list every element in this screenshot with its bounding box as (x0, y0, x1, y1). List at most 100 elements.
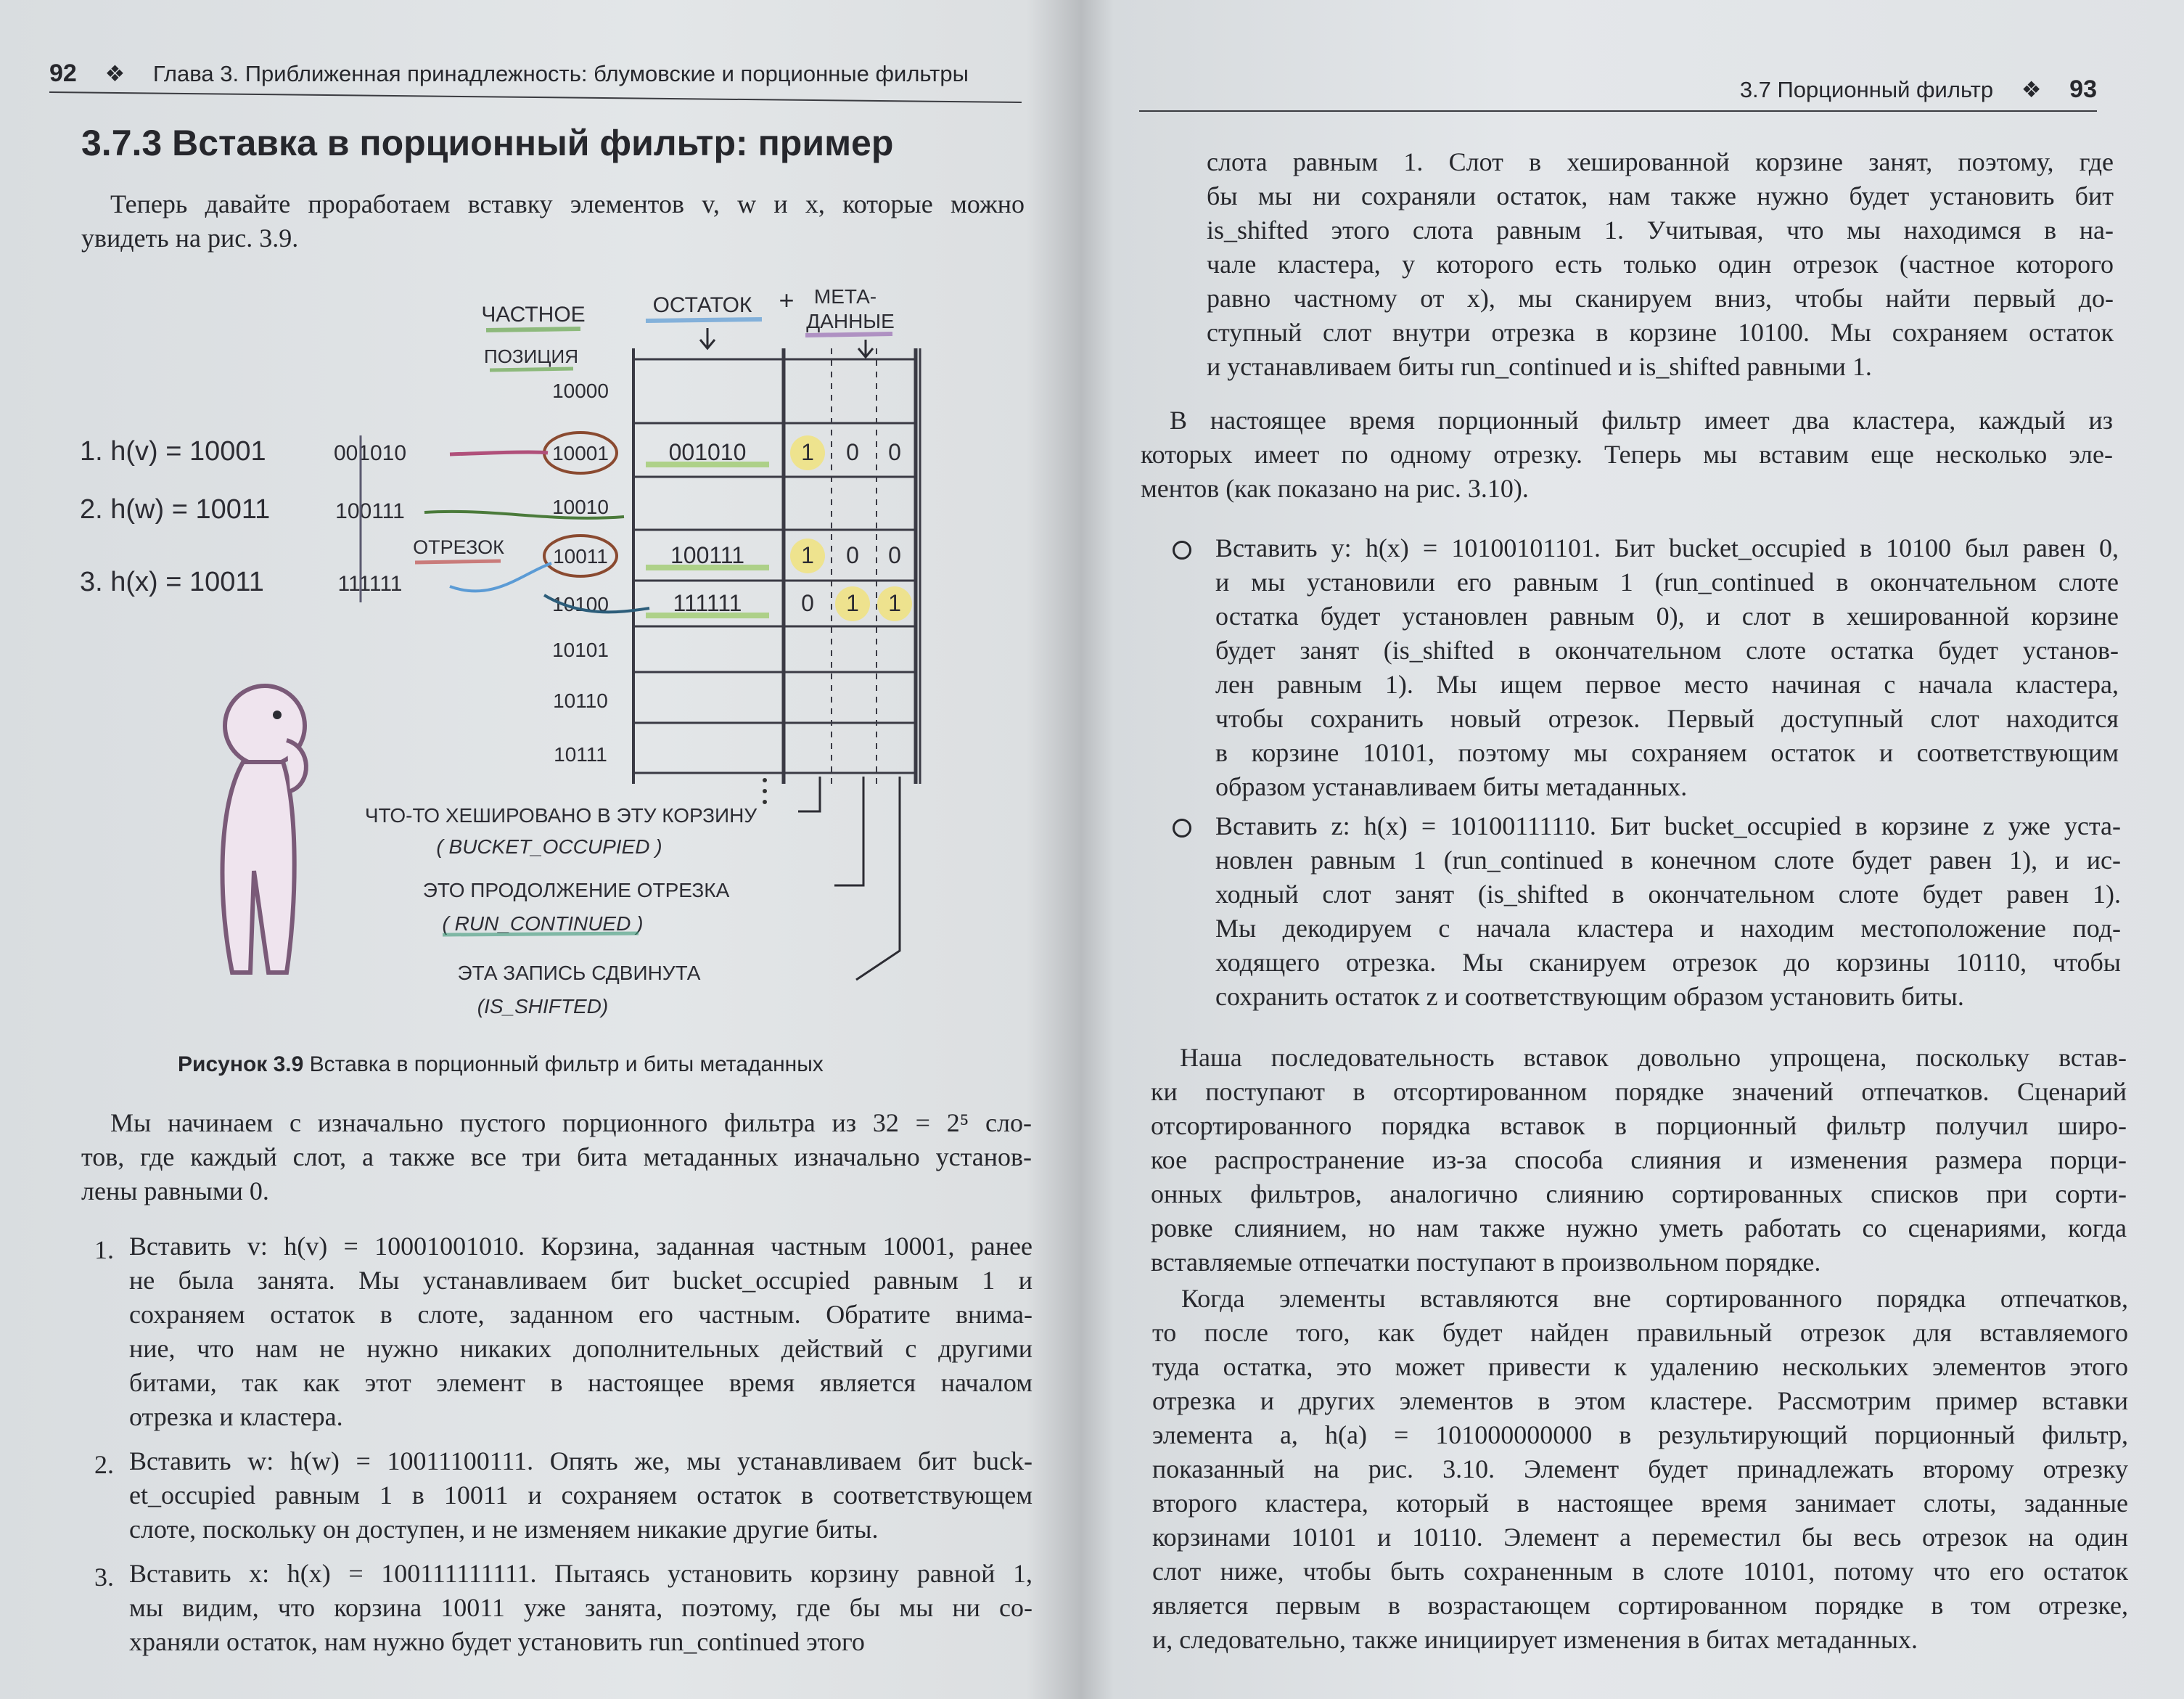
metadata-bit: 1 (801, 439, 814, 465)
down-arrow-icon (699, 328, 874, 359)
list-item: Вставить w: h(w) = 10011100111. Опять же… (129, 1444, 1033, 1547)
text-line: элемента a, h(a) = 101000000000 в резуль… (1152, 1420, 2128, 1449)
quotient-underline (485, 327, 581, 332)
slot-label: 10011 (553, 545, 608, 568)
hash-equation: 2. h(w) = 10011 (80, 494, 270, 525)
caption-text: Вставка в порционный фильтр и биты метад… (309, 1052, 824, 1076)
text-line: и, следовательно, также инициирует измен… (1152, 1625, 1918, 1654)
note-bucket-occupied: ЧТО-ТО ХЕШИРОВАНО В ЭТУ КОРЗИНУ (365, 804, 758, 827)
highlight (646, 462, 769, 467)
slot-label: 10000 (552, 380, 609, 402)
slot-label: 10010 (552, 496, 609, 518)
text-line: вставляемые отпечатки поступают в произв… (1151, 1248, 1821, 1277)
label-remainder: ОСТАТОК (653, 293, 752, 317)
text-line: увидеть на рис. 3.9. (81, 224, 299, 253)
text-line: будет занят (is_shifted в окончательном … (1215, 636, 2119, 665)
text-line: отрезка и кластера. (129, 1402, 343, 1431)
hash-equation: 1. h(v) = 10001 (80, 436, 266, 467)
text-line: слота равным 1. Слот в хешированной корз… (1207, 147, 2114, 176)
note-run-continued-code: ( RUN_CONTINUED ) (443, 912, 644, 935)
text-line: бы мы ни сохраняли остаток, нам также ну… (1207, 181, 2114, 210)
text-line: которых имеет по одному отрезку. Теперь … (1141, 440, 2113, 469)
text-line: онных фильтров, аналогично слиянию сорти… (1151, 1179, 2127, 1208)
figure-caption: Рисунок 3.9 Вставка в порционный фильтр … (178, 1052, 824, 1077)
caption-label: Рисунок 3.9 (178, 1052, 304, 1076)
label-quotient: ЧАСТНОЕ (481, 303, 585, 327)
text-line: второго кластера, который в настоящее вр… (1152, 1489, 2128, 1518)
list-item: Вставить x: h(x) = 100111111111. Пытаясь… (129, 1557, 1033, 1659)
text-line: Вставить z: h(x) = 10100111110. Бит buck… (1215, 811, 2121, 840)
metadata-bit: 0 (846, 542, 859, 568)
remainder-bits: 001010 (334, 441, 406, 465)
text-line: туда остатка, это может привести к удале… (1152, 1352, 2128, 1381)
ellipsis-dot (763, 778, 767, 782)
text-line: Вставить x: h(x) = 100111111111. Пытаясь… (129, 1559, 1033, 1588)
callout-arrows (798, 777, 901, 981)
text-line: битами, так как этот элемент в настоящее… (129, 1368, 1033, 1397)
stored-remainder: 001010 (669, 439, 747, 465)
text-line: ментов (как показано на рис. 3.10). (1141, 474, 1529, 503)
position-underline (489, 367, 574, 372)
ellipsis-dot (763, 789, 767, 793)
label-meta-1: МЕТА- (814, 285, 877, 308)
text-line: Вставить v: h(v) = 10001001010. Корзина,… (129, 1232, 1033, 1261)
text-line: показанный на рис. 3.10. Элемент будет п… (1152, 1454, 2128, 1483)
label-meta-2: ДАННЫЕ (806, 310, 895, 332)
metadata-bit: 0 (846, 439, 859, 465)
text-line: образом устанавливаем биты метаданных. (1215, 772, 1688, 801)
remainder-bits: 100111 (335, 499, 405, 523)
run-underline (414, 559, 501, 565)
paragraph-1: Мы начинаем с изначально пустого порцион… (81, 1106, 1032, 1208)
text-line: остатка будет установлен равным 0), и сл… (1215, 602, 2119, 631)
list-item: Вставить v: h(v) = 10001001010. Корзина,… (129, 1229, 1033, 1434)
stored-remainder: 100111 (670, 542, 744, 568)
text-line: кое распространение из-за способа слияни… (1151, 1145, 2127, 1174)
highlight (646, 613, 769, 618)
text-line: чтобы сохранить новый отрезок. Первый до… (1215, 704, 2119, 733)
bullet-icon (1173, 541, 1191, 560)
list-marker: 3. (94, 1563, 114, 1592)
right-page-header: 3.7 Порционный фильтр ❖ 93 (1740, 75, 2097, 104)
note-is-shifted: ЭТА ЗАПИСЬ СДВИНУТА (458, 962, 701, 984)
highlight (442, 931, 639, 937)
label-position: ПОЗИЦИЯ (484, 345, 578, 367)
page-number: 93 (2069, 75, 2097, 103)
list-marker: 2. (94, 1450, 114, 1479)
header-rule (1139, 110, 2097, 112)
paragraph-2: В настоящее время порционный фильтр имее… (1141, 404, 2113, 506)
text-line: в корзине 10101, поэтому мы сохраняем ос… (1215, 738, 2119, 767)
bit-set-highlight (790, 435, 825, 470)
text-line: чале кластера, у которого есть только од… (1207, 250, 2114, 279)
arrow-icon (449, 450, 549, 457)
slot-table (632, 348, 921, 784)
text-line: ки поступают в отсортированном порядке з… (1151, 1077, 2127, 1106)
text-line: не была занята. Мы устанавливаем бит buc… (129, 1266, 1033, 1295)
ornament-icon: ❖ (104, 61, 126, 86)
note-bucket-occupied-code: ( BUCKET_OCCUPIED ) (436, 835, 662, 858)
text-line: храняли остаток, нам нужно будет установ… (129, 1627, 865, 1656)
text-line: тов, где каждый слот, а также все три би… (81, 1142, 1032, 1171)
text-line: et_occupied равным 1 в 10011 и сохраняем… (129, 1481, 1033, 1510)
note-is-shifted-code: (IS_SHIFTED) (477, 995, 608, 1018)
remainder-underline (645, 317, 763, 323)
metadata-bit: 0 (888, 439, 901, 465)
label-plus: + (779, 285, 794, 315)
text-line: ние, что нам не нужно никаких дополнител… (129, 1334, 1033, 1363)
text-line: Вставить w: h(w) = 10011100111. Опять же… (129, 1446, 1033, 1475)
text-line: является первым в возрастающем сортирова… (1152, 1591, 2128, 1620)
text-line: ровке слиянием, но нам также нужно уметь… (1151, 1213, 2127, 1242)
page-number: 92 (49, 60, 77, 87)
text-line: отсортированного порядка вставок в порци… (1151, 1111, 2127, 1140)
stored-remainder: 111111 (673, 590, 742, 616)
slot-label: 10110 (553, 689, 608, 712)
text-line: Теперь давайте проработаем вставку элеме… (110, 189, 1025, 218)
text-line: слоте, поскольку он доступен, и не измен… (129, 1515, 879, 1544)
text-line: лен равным 1). Мы ищем первое место начи… (1215, 670, 2119, 699)
intro-paragraph: Теперь давайте проработаем вставку элеме… (81, 187, 1025, 255)
text-line: ходящего отрезка. Мы сканируем отрезок д… (1215, 948, 2121, 977)
text-line: слот ниже, чтобы быть сохраненным в слот… (1152, 1557, 2128, 1586)
hash-equation: 3. h(x) = 10011 (80, 567, 264, 597)
bullet-icon (1173, 819, 1191, 838)
slot-highlight-circle (543, 534, 618, 578)
section-heading: 3.7.3 Вставка в порционный фильтр: приме… (81, 123, 894, 163)
